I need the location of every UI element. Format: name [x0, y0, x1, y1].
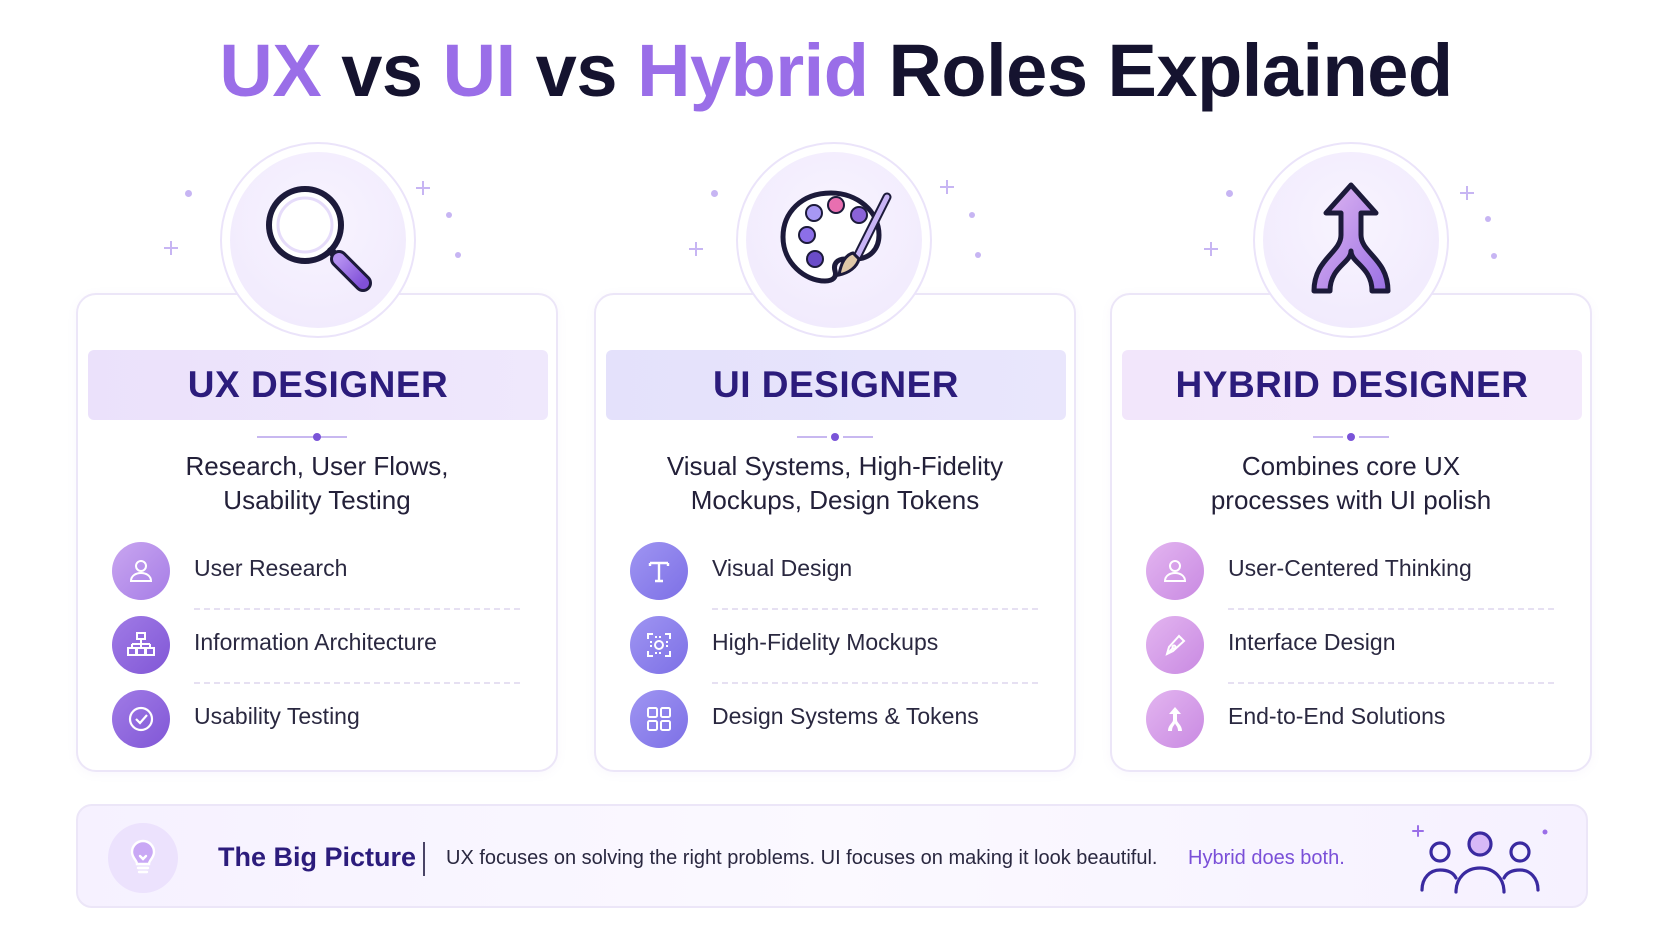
ui-designer-card: UI DESIGNER Visual Systems, High-Fidelit…	[594, 293, 1076, 772]
card-heading: HYBRID DESIGNER	[1122, 350, 1582, 420]
feature-separator	[1228, 682, 1554, 684]
sparkle-icon	[416, 181, 430, 195]
feature-separator	[712, 608, 1038, 610]
feature-separator	[1228, 608, 1554, 610]
user-icon	[112, 542, 170, 600]
big-picture-banner: The Big Picture UX focuses on solving th…	[76, 804, 1588, 908]
sparkle-icon	[1204, 242, 1218, 256]
feature-item: Visual Design	[630, 541, 1038, 610]
lightbulb-icon	[108, 823, 178, 893]
merge-arrow-icon	[1311, 182, 1391, 294]
feature-label: User Research	[194, 555, 348, 581]
sparkle-icon	[1460, 186, 1474, 200]
dot-decoration	[1226, 190, 1233, 197]
grid-icon	[630, 690, 688, 748]
feature-separator	[194, 682, 520, 684]
feature-label: User-Centered Thinking	[1228, 555, 1472, 581]
dot-decoration	[185, 190, 192, 197]
sparkle-icon	[164, 241, 178, 255]
typography-icon	[630, 542, 688, 600]
sparkle-icon	[940, 180, 954, 194]
feature-label: High-Fidelity Mockups	[712, 629, 939, 655]
dot-decoration	[455, 252, 461, 258]
dot-decoration	[1491, 253, 1497, 259]
title-rest: Roles Explained	[868, 29, 1453, 112]
dot-decoration	[969, 212, 975, 218]
feature-separator	[712, 682, 1038, 684]
feature-label: End-to-End Solutions	[1228, 703, 1446, 729]
heading-divider	[1291, 433, 1411, 441]
big-picture-title: The Big Picture	[218, 842, 417, 872]
feature-label: Design Systems & Tokens	[712, 703, 979, 729]
card-heading: UX DESIGNER	[88, 350, 548, 420]
feature-item: Usability Testing	[112, 689, 520, 749]
feature-item: Interface Design	[1146, 615, 1554, 684]
check-circle-icon	[112, 690, 170, 748]
title-ux: UX	[219, 29, 322, 112]
heading-divider	[257, 433, 377, 441]
feature-item: Design Systems & Tokens	[630, 689, 1038, 749]
sitemap-icon	[112, 616, 170, 674]
user-icon	[1146, 542, 1204, 600]
frame-icon	[630, 616, 688, 674]
merge-arrow-icon	[1146, 690, 1204, 748]
feature-item: End-to-End Solutions	[1146, 689, 1554, 749]
feature-label: Interface Design	[1228, 629, 1396, 655]
team-icon	[1412, 825, 1548, 894]
hybrid-badge	[1253, 142, 1449, 338]
feature-separator	[194, 608, 520, 610]
card-heading: UI DESIGNER	[606, 350, 1066, 420]
big-picture-highlight: Hybrid does both.	[1188, 847, 1345, 869]
dot-decoration	[1485, 216, 1491, 222]
ux-badge	[220, 142, 416, 338]
title-ui: UI	[442, 29, 517, 112]
feature-item: Information Architecture	[112, 615, 520, 684]
feature-item: User-Centered Thinking	[1146, 541, 1554, 610]
ux-designer-card: UX DESIGNER Research, User Flows,Usabili…	[76, 293, 558, 772]
magnifier-icon	[266, 186, 372, 292]
title-vs-2: vs	[515, 29, 638, 112]
dot-decoration	[975, 252, 981, 258]
page-title: UX vs UI vs Hybrid Roles Explained	[0, 28, 1672, 113]
sparkle-icon	[689, 242, 703, 256]
feature-item: High-Fidelity Mockups	[630, 615, 1038, 684]
big-picture-text: UX focuses on solving the right problems…	[446, 847, 1158, 869]
ui-badge	[736, 142, 932, 338]
palette-icon	[780, 190, 892, 284]
card-description: Research, User Flows,Usability Testing	[185, 451, 449, 515]
heading-divider	[775, 433, 895, 441]
footer-divider	[423, 842, 425, 876]
pen-icon	[1146, 616, 1204, 674]
feature-label: Information Architecture	[194, 629, 437, 655]
title-vs-1: vs	[321, 29, 443, 112]
dot-decoration	[446, 212, 452, 218]
title-hybrid: Hybrid	[637, 29, 869, 112]
feature-label: Usability Testing	[194, 703, 360, 729]
feature-label: Visual Design	[712, 555, 853, 581]
feature-item: User Research	[112, 541, 520, 610]
dot-decoration	[711, 190, 718, 197]
